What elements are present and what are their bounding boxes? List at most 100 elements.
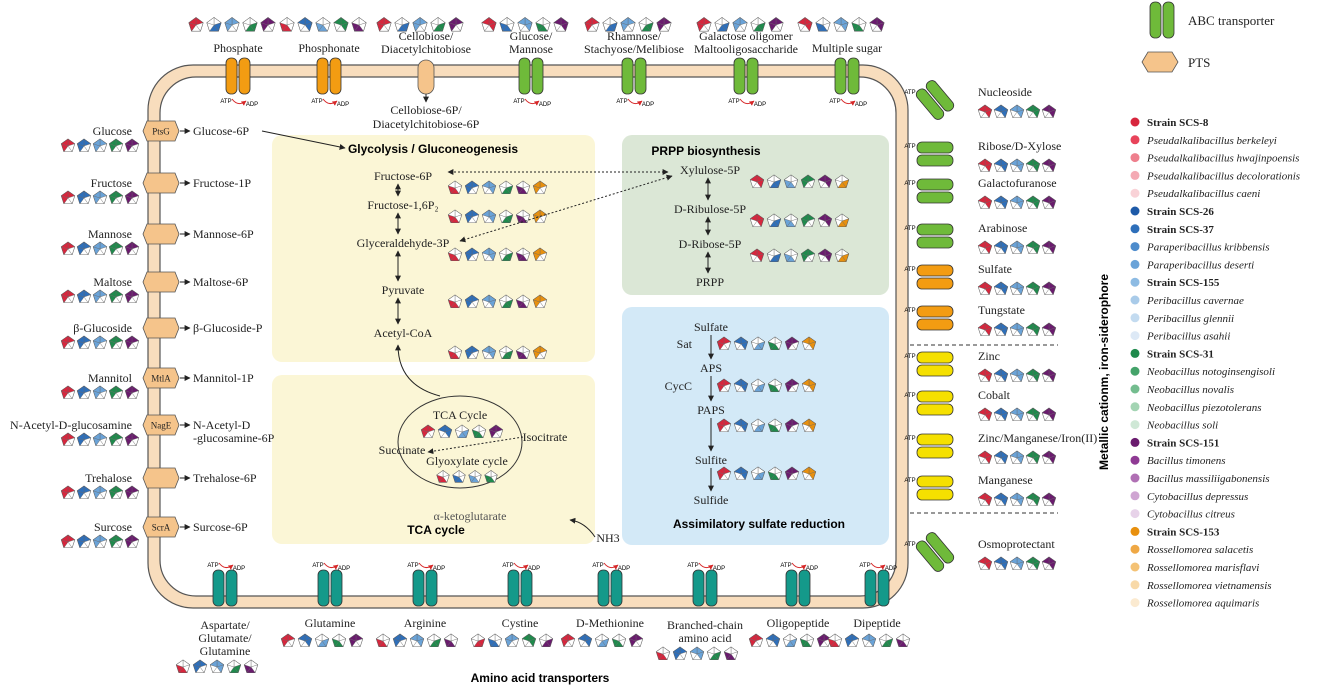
glycolysis-metabolite: Glyceraldehyde-3P [357, 236, 450, 250]
abc-transporter [834, 57, 860, 95]
strain-pentagon [175, 659, 191, 674]
strain-pentagon [1041, 407, 1057, 422]
strain-pentagon [1009, 195, 1025, 210]
strain-pentagon [60, 335, 76, 350]
strain-pentagon [553, 17, 569, 32]
pts-substrate: Mannose [88, 227, 132, 241]
glycolysis-metabolite: Fructose-6P [374, 169, 432, 183]
strain-pentagon [706, 646, 722, 661]
strain-color-swatch [1130, 313, 1140, 323]
strain-pentagon [448, 17, 464, 32]
isocitrate-label: Isocitrate [523, 430, 568, 444]
strain-pentagon [92, 485, 108, 500]
pts-product: Mannose-6P [193, 227, 254, 241]
strain-pentagon [689, 646, 705, 661]
strain-pentagon [749, 248, 765, 263]
strain-color-swatch [1130, 598, 1140, 608]
pts-transporter [142, 467, 180, 489]
strain-pentagon [76, 534, 92, 549]
sulfate-metabolite: Sulfite [695, 453, 727, 467]
strain-pentagon [827, 633, 843, 648]
svg-text:ATP: ATP [859, 563, 870, 569]
strain-pentagon [750, 336, 766, 351]
strain-color-swatch [1130, 366, 1140, 376]
sulfate-metabolite: Sulfate [694, 320, 728, 334]
pts-product: Fructose-1P [193, 176, 251, 190]
strain-pentagon [1041, 322, 1057, 337]
strain-pentagon [801, 336, 817, 351]
svg-text:ATP: ATP [311, 99, 322, 105]
nh3-label: NH3 [596, 531, 619, 545]
strain-pentagon [60, 289, 76, 304]
strain-pentagon [375, 633, 391, 648]
strain-pentagon [800, 213, 816, 228]
strain-color-swatch [1130, 420, 1140, 430]
strain-color-swatch [1130, 348, 1140, 358]
strain-pentagon [242, 17, 258, 32]
pts-product: Mannitol-1P [193, 371, 254, 385]
legend-strain-label: Strain SCS-151 [1147, 437, 1219, 449]
transporter-label: Arabinose [978, 221, 1027, 235]
strain-pentagon [977, 407, 993, 422]
strain-pentagon [108, 432, 124, 447]
prpp-metabolite: D-Ribose-5P [679, 237, 742, 251]
svg-text:ADP: ADP [539, 102, 551, 108]
legend-strain-label: Strain SCS-26 [1147, 206, 1214, 218]
pts-transporter [142, 271, 180, 293]
sulfate-metabolite: PAPS [697, 403, 725, 417]
strain-pentagon [1009, 158, 1025, 173]
strain-pentagon [517, 17, 533, 32]
strain-pentagon [801, 378, 817, 393]
strain-pentagon [1009, 492, 1025, 507]
legend-strain-label: Strain SCS-153 [1147, 526, 1220, 538]
strain-pentagon [521, 633, 537, 648]
strain-pentagon [1009, 281, 1025, 296]
strain-pentagon [560, 633, 576, 648]
strain-pentagon [1025, 556, 1041, 571]
abc-transporter [212, 569, 238, 607]
legend-strain-label: Pseudalkalibacillus decolorationis [1146, 170, 1300, 182]
strain-pentagon [993, 556, 1009, 571]
strain-color-swatch [1130, 384, 1140, 394]
svg-text:ADP: ADP [618, 566, 630, 572]
svg-text:ADP: ADP [713, 566, 725, 572]
atp-label: ATP [904, 90, 915, 96]
svg-text:ADP: ADP [754, 102, 766, 108]
strain-pentagon [76, 385, 92, 400]
strain-pentagon [723, 646, 739, 661]
strain-pentagon [861, 633, 877, 648]
strain-pentagon [784, 466, 800, 481]
abc-transporter [915, 80, 955, 120]
strain-pentagon [783, 213, 799, 228]
strain-pentagon [124, 190, 140, 205]
legend-strain-label: Neobacillus piezotolerans [1146, 402, 1262, 414]
legend-strain-label: Neobacillus notoginsengisoli [1146, 366, 1275, 378]
legend-strain-label: Peribacillus glennii [1146, 313, 1234, 325]
atp-label: ATP [904, 393, 915, 399]
strain-pentagon [977, 158, 993, 173]
sat-enzyme: Sat [677, 337, 693, 351]
strain-pentagon [1009, 368, 1025, 383]
pts-product: N-Acetyl-D-glucosamine-6P [193, 418, 275, 445]
strain-pentagon [800, 174, 816, 189]
strain-pentagon [108, 385, 124, 400]
glyoxylate-label: Glyoxylate cycle [426, 454, 508, 468]
svg-text:ADP: ADP [433, 566, 445, 572]
strain-pentagon [577, 633, 593, 648]
strain-pentagon [672, 646, 688, 661]
amino-acid-title: Amino acid transporters [471, 671, 610, 685]
strain-pentagon [784, 418, 800, 433]
strain-pentagon [768, 17, 784, 32]
strain-color-swatch [1130, 224, 1140, 234]
akg-label: α-ketoglutarate [434, 509, 507, 523]
strain-pentagon [1009, 450, 1025, 465]
strain-pentagon [716, 336, 732, 351]
strain-pentagon [1025, 492, 1041, 507]
prpp-metabolite: Xylulose-5P [680, 163, 740, 177]
strain-pentagon [628, 633, 644, 648]
strain-pentagon [733, 336, 749, 351]
pts-transporter [142, 172, 180, 194]
